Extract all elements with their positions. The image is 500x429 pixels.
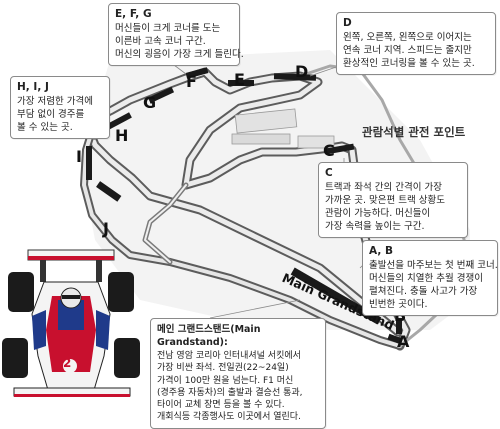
callout-d-line: 왼쪽, 오른쪽, 왼쪽으로 이어지는 [343,32,472,43]
stand-label-d: D [295,62,309,81]
grandstand-a [387,333,403,345]
callout-efg-line: 머신들이 크게 코너를 도는 [115,23,221,34]
callout-c-title: C [325,167,333,179]
callout-main-line: 가장 비싼 좌석. 전일권(22~24일) [157,363,289,374]
stand-label-e: E [234,70,245,89]
callout-d-line: 연속 코너 지역. 스피드는 줄지만 [343,45,472,56]
race-car-image [2,249,140,397]
callout-d-line: 환상적인 코너링을 볼 수 있는 곳. [343,58,475,69]
callout-main-line: 개회식등 각종행사도 이곳에서 열린다. [157,412,301,423]
grandstand-b [396,318,402,334]
callout-main-line: 타이어 교체 장면 등을 볼 수 있다. [157,400,285,411]
callout-c: C 트랙과 좌석 간의 간격이 가장 가까운 곳. 맞은편 트랙 상황도 관람이… [318,162,468,238]
grandstand-h [106,112,132,130]
callout-main-line: (경주용 자동차)의 출발과 결승선 통과, [157,387,303,398]
car-number: 2 [63,356,72,370]
grandstand-j [96,181,122,202]
callout-c-line: 트랙과 좌석 간의 간격이 가장 [325,182,442,193]
callout-ab-title: A, B [369,245,393,257]
stand-label-c: C [323,141,335,160]
callout-hij-title: H, I, J [17,81,49,93]
grandstand-e [228,80,254,86]
callout-efg: E, F, G 머신들이 크게 코너를 도는 이른바 고속 코너 구간. 머신의… [108,3,244,66]
callout-main-line: 전남 영암 코리아 인터내셔널 서킷에서 [157,351,301,361]
callout-ab: A, B 출발선을 마주보는 첫 번째 코너. 머신들의 치열한 추월 경쟁이 … [362,240,498,316]
grandstands [86,67,403,345]
callout-main-grandstand: 메인 그랜드스탠드(Main Grandstand): 전남 영암 코리아 인터… [150,318,326,429]
callout-ab-line: 출발선을 마주보는 첫 번째 코너. [369,260,498,271]
stand-label-i: I [76,147,82,166]
callout-c-line: 가장 속력을 높이는 구간. [325,221,425,232]
callout-efg-line: 이른바 고속 코너 구간. [115,36,206,47]
callout-hij-line: 부담 없이 경주를 [17,109,85,120]
callout-hij: H, I, J 가장 저렴한 가격에 부담 없이 경주를 볼 수 있는 곳. [10,76,110,139]
grandstand-c [325,143,355,155]
callout-c-line: 관람이 가능하다. 머신들이 [325,208,431,219]
callout-hij-line: 볼 수 있는 곳. [17,122,73,133]
stand-label-a: A [397,332,410,351]
stand-label-g: G [143,93,157,112]
callout-main-line: 가격이 100만 원을 넘는다. F1 머신 [157,375,294,386]
callout-d: D 왼쪽, 오른쪽, 왼쪽으로 이어지는 연속 코너 지역. 스피드는 줄지만 … [336,12,496,75]
stand-label-h: H [115,126,129,145]
callout-hij-line: 가장 저렴한 가격에 [17,96,93,107]
callout-d-title: D [343,17,352,29]
grandstand-d [273,73,317,81]
grandstand-i [86,146,92,180]
pit-buildings [231,108,335,149]
callout-efg-title: E, F, G [115,8,152,20]
grandstand-f [185,67,209,79]
stand-label-j: J [103,219,109,238]
map-title: 관람석별 관전 포인트 [362,125,466,139]
callout-main-title: 메인 그랜드스탠드(Main Grandstand): [157,324,261,348]
callout-efg-line: 머신의 굉음이 가장 크게 들린다. [115,49,244,60]
callout-c-line: 가까운 곳. 맞은편 트랙 상황도 [325,195,445,206]
callout-ab-line: 머신들의 치열한 추월 경쟁이 [369,273,483,284]
stand-label-f: F [186,72,197,91]
grandstand-g [147,86,175,104]
grandstand-main [290,267,382,325]
callout-ab-line: 빈번한 곳이다. [369,299,428,310]
callout-ab-line: 펼쳐진다. 충돌 사고가 가장 [369,286,478,297]
